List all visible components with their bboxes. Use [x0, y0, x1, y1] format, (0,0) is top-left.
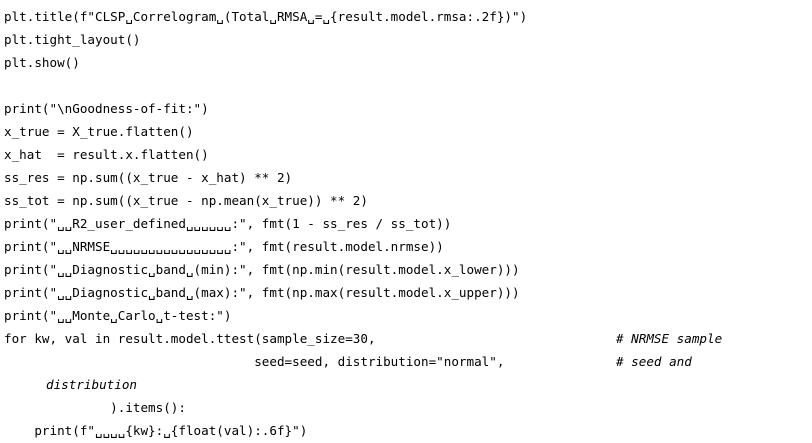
code-line: print("␣␣R2_user_defined␣␣␣␣␣␣:", fmt(1 … [4, 216, 452, 231]
code-line-with-comment: for kw, val in result.model.ttest(sample… [4, 327, 808, 350]
code-line: ss_res = np.sum((x_true - x_hat) ** 2) [4, 170, 293, 185]
code-line: print("␣␣NRMSE␣␣␣␣␣␣␣␣␣␣␣␣␣␣␣␣:", fmt(re… [4, 239, 444, 254]
code-line: x_true = X_true.flatten() [4, 124, 194, 139]
code-line: x_hat = result.x.flatten() [4, 147, 209, 162]
code-listing: plt.title(f"CLSP␣Correlogram␣(Total␣RMSA… [4, 5, 808, 442]
code-line: print(f"␣␣␣␣{kw}:␣{float(val):.6f}") [4, 423, 308, 438]
code-line: print("␣␣Diagnostic␣band␣(max):", fmt(np… [4, 285, 520, 300]
code-line: print("␣␣Diagnostic␣band␣(min):", fmt(np… [4, 262, 520, 277]
code-line: ss_tot = np.sum((x_true - np.mean(x_true… [4, 193, 368, 208]
code-line: print("␣␣Monte␣Carlo␣t-test:") [4, 308, 232, 323]
code-line: plt.show() [4, 55, 80, 70]
code-line-with-comment: distribution [4, 373, 808, 396]
code-line: print("\nGoodness-of-fit:") [4, 101, 209, 116]
code-comment: # NRMSE sample [616, 331, 723, 346]
code-line [4, 74, 808, 97]
code-line: plt.title(f"CLSP␣Correlogram␣(Total␣RMSA… [4, 9, 528, 24]
code-line: plt.tight_layout() [4, 32, 141, 47]
code-comment: # seed and [616, 354, 692, 369]
code-line: seed=seed, distribution="normal", [4, 354, 505, 369]
code-line-with-comment: seed=seed, distribution="normal", # seed… [4, 350, 808, 373]
code-comment: distribution [46, 377, 137, 392]
code-line: ).items(): [4, 400, 186, 415]
code-line: for kw, val in result.model.ttest(sample… [4, 331, 376, 346]
